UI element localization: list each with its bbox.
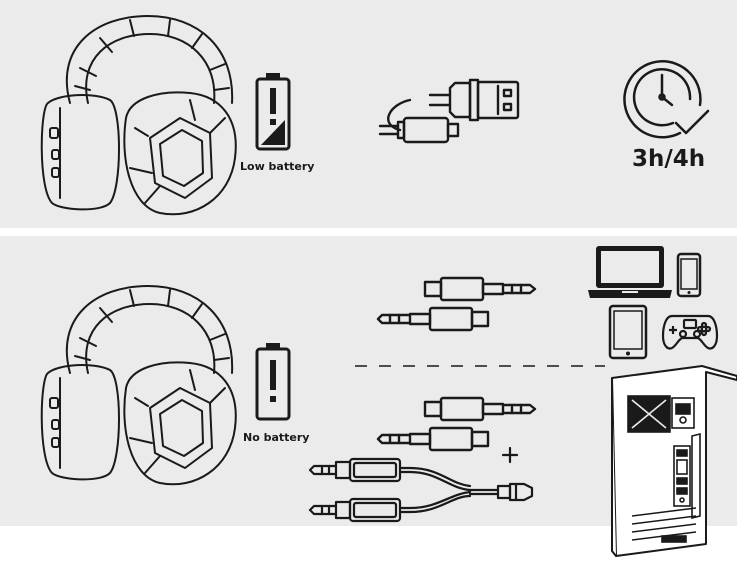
usb-charging-cable-icon <box>378 78 520 144</box>
desktop-pc-tower-icon <box>611 365 737 557</box>
clock-check-icon <box>623 60 710 139</box>
no-battery-label: No battery <box>243 431 310 444</box>
top-panel-charging: Low battery <box>0 0 737 228</box>
audio-splitter-cable <box>308 446 534 523</box>
dashed-divider <box>355 365 605 367</box>
headset-illustration-top <box>40 15 237 216</box>
low-battery-label: Low battery <box>240 160 315 173</box>
laptop-icon <box>588 246 672 298</box>
audio-cable-upper <box>376 276 537 332</box>
low-battery-icon <box>255 73 291 151</box>
smartphone-icon <box>676 252 702 298</box>
charge-time-label: 3h/4h <box>632 146 706 172</box>
tablet-icon <box>608 304 648 360</box>
audio-cable-lower <box>376 396 537 452</box>
game-controller-icon <box>661 314 719 350</box>
headset-illustration-bottom <box>40 285 237 486</box>
no-battery-icon <box>255 343 291 421</box>
bottom-panel-wired: No battery <box>0 236 737 557</box>
